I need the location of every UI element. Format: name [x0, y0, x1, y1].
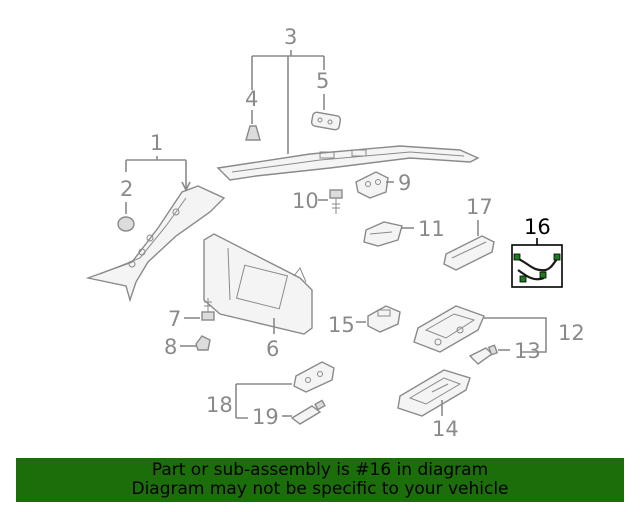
callout-14-group: 14 — [432, 400, 459, 441]
part-12-map-lamp[interactable] — [413, 305, 485, 353]
callout-17-group: 17 — [466, 195, 493, 236]
callout-16: 16 — [524, 215, 551, 239]
callout-6: 6 — [266, 337, 279, 361]
part-9-bracket[interactable] — [355, 171, 389, 199]
part-2-clip[interactable] — [117, 216, 135, 232]
callout-18-group: 18 — [206, 383, 292, 419]
part-8-clip[interactable] — [195, 335, 211, 351]
callout-4-group: 4 — [245, 87, 258, 124]
callout-1: 1 — [150, 131, 163, 155]
callout-8-group: 8 — [164, 335, 196, 359]
callout-8: 8 — [164, 335, 177, 359]
part-4-clip[interactable] — [245, 125, 261, 141]
callout-5-group: 5 — [316, 69, 329, 110]
callout-4: 4 — [245, 87, 258, 111]
callout-10: 10 — [292, 189, 319, 213]
callout-12-group: 12 — [484, 317, 585, 353]
callout-9: 9 — [398, 171, 411, 195]
callout-15-group: 15 — [328, 313, 366, 337]
part-1-pillar-trim[interactable] — [85, 185, 226, 303]
part-17-module[interactable] — [443, 235, 495, 271]
callout-9-group: 9 — [386, 171, 411, 195]
callout-7: 7 — [168, 307, 181, 331]
callout-19-group: 19 — [252, 405, 292, 429]
callout-18: 18 — [206, 393, 233, 417]
callout-12: 12 — [558, 321, 585, 345]
part-13-bulb[interactable] — [468, 344, 499, 365]
part-6-sun-visor[interactable] — [203, 233, 313, 335]
part-16-wiring-harness[interactable] — [511, 244, 563, 288]
callout-13: 13 — [514, 339, 541, 363]
part-5-plug[interactable] — [310, 111, 342, 131]
callout-11-group: 11 — [402, 217, 445, 241]
callout-7-group: 7 — [168, 307, 200, 331]
callout-5: 5 — [316, 69, 329, 93]
callout-14: 14 — [432, 417, 459, 441]
callout-3-group: 3 — [251, 25, 325, 154]
parts-diagram: 1 2 3 4 5 — [85, 25, 585, 441]
callout-2-group: 2 — [120, 177, 133, 214]
part-15-switch[interactable] — [367, 305, 401, 333]
part-19-bulb[interactable] — [290, 399, 326, 425]
notice-line-1: Part or sub-assembly is #16 in diagram — [151, 460, 489, 480]
callout-13-group: 13 — [498, 339, 541, 363]
notice-banner: Part or sub-assembly is #16 in diagram D… — [16, 458, 624, 502]
part-11-holder[interactable] — [363, 221, 403, 247]
callout-17: 17 — [466, 195, 493, 219]
part-7-screw[interactable] — [201, 298, 215, 321]
callout-1-group: 1 — [125, 131, 191, 192]
part-3-roof-rail[interactable] — [216, 145, 480, 181]
part-14-lamp-lens[interactable] — [397, 369, 471, 417]
callout-2: 2 — [120, 177, 133, 201]
part-18-dome-lamp[interactable] — [293, 361, 335, 393]
callout-19: 19 — [252, 405, 279, 429]
notice-line-2: Diagram may not be specific to your vehi… — [131, 479, 509, 499]
callout-6-group: 6 — [266, 318, 279, 361]
callout-15: 15 — [328, 313, 355, 337]
callout-10-group: 10 — [292, 189, 328, 213]
part-10-bolt[interactable] — [329, 189, 343, 214]
callout-16-group: 16 — [524, 215, 551, 245]
callout-3: 3 — [284, 25, 297, 49]
callout-11: 11 — [418, 217, 445, 241]
